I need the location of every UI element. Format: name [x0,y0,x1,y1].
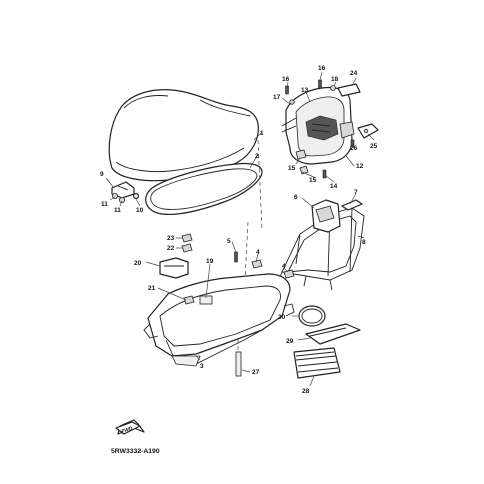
callout-3: 3 [200,363,204,370]
callout-15b: 15 [309,177,317,184]
callout-8: 8 [362,239,366,246]
box-cover [159,257,189,279]
fwd-label: FWD [121,426,134,435]
callout-19: 19 [206,258,214,265]
drawing-code: 5RW3332-A190 [111,448,160,455]
callout-15a: 15 [288,165,296,172]
callout-10: 10 [136,207,144,214]
callout-6: 6 [294,194,298,201]
rear-carrier [281,86,355,165]
callout-1: 1 [260,130,264,137]
callout-30: 30 [278,314,286,321]
callout-25: 25 [370,143,378,150]
callout-22: 22 [167,245,175,252]
callout-16a: 16 [282,76,290,83]
small-clips [181,233,195,305]
callout-2: 2 [255,153,259,160]
callout-20: 20 [134,260,142,267]
leader-lines [105,71,375,387]
box-bolts [234,251,295,279]
callout-18: 18 [331,76,339,83]
carrier-fasteners [285,79,355,179]
callout-13: 13 [301,87,309,94]
fwd-badge: FWD [115,419,145,435]
o-ring [298,305,326,327]
callout-5: 5 [227,238,231,245]
callout-4a: 4 [256,249,260,256]
callout-labels: 1 2 3 4 4 5 6 7 8 9 10 11 11 12 13 14 15… [100,65,378,395]
box-mat [305,323,361,345]
callout-26: 26 [350,145,358,152]
callout-12: 12 [356,163,364,170]
callout-17: 17 [273,94,281,101]
callout-23: 23 [167,235,175,242]
carrier-bracket [357,123,379,139]
callout-7: 7 [354,189,358,196]
callout-4b: 4 [282,263,286,270]
callout-11b: 11 [114,207,121,214]
callout-9: 9 [100,171,104,178]
storage-box [143,273,295,367]
callout-29: 29 [286,338,294,345]
seat-hinge [111,181,140,203]
grab-pad [337,83,361,97]
callout-14: 14 [330,183,338,190]
owners-manual [293,347,341,379]
callout-21: 21 [148,285,156,292]
callout-27: 27 [252,369,260,376]
callout-16b: 16 [318,65,326,72]
seat-seal [145,162,263,215]
callout-24: 24 [350,70,358,77]
callout-11a: 11 [101,201,108,208]
callout-28: 28 [302,388,310,395]
